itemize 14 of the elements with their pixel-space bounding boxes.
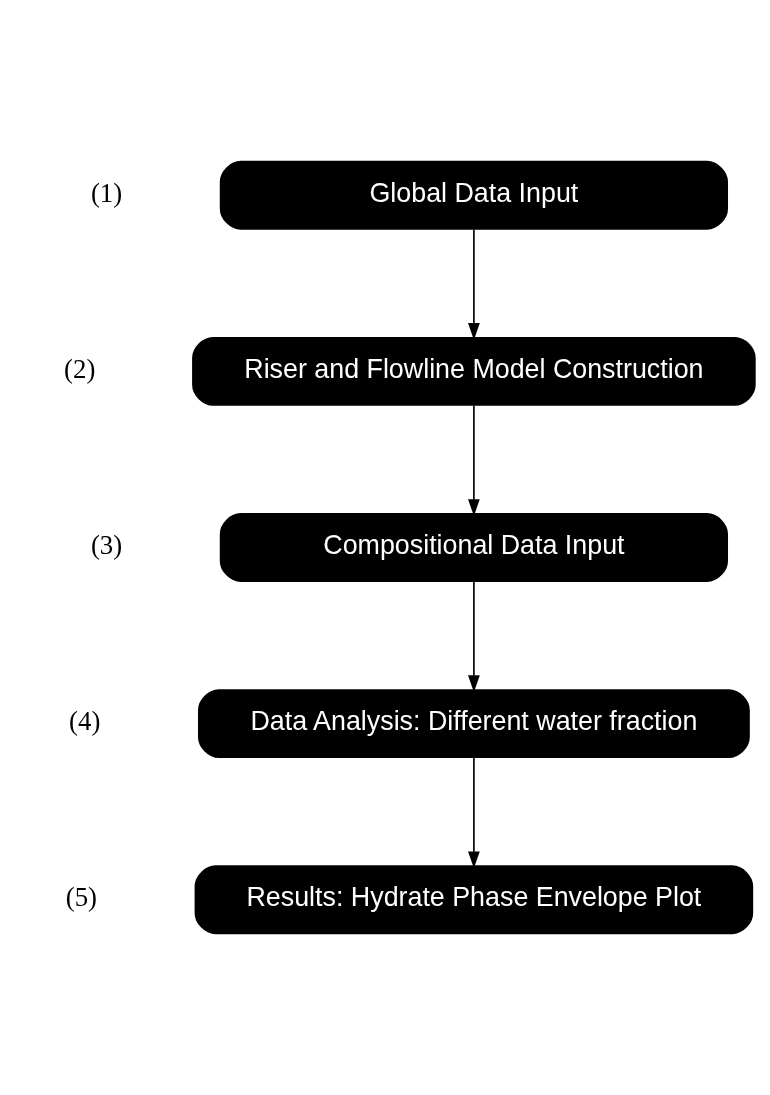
arrow	[468, 756, 480, 869]
node-box: Data Analysis: Different water fraction	[197, 689, 750, 758]
node-box: Riser and Flowline Model Construction	[192, 337, 756, 406]
arrow	[468, 404, 480, 516]
node-label: (3)	[90, 529, 123, 560]
arrow	[468, 228, 480, 340]
node-box: Global Data Input	[219, 160, 728, 230]
node-label: (5)	[65, 882, 98, 913]
arrow	[468, 580, 480, 693]
node-label: (2)	[64, 353, 96, 384]
node-label: (4)	[69, 706, 101, 736]
node-box: Compositional Data Input	[219, 513, 728, 582]
node-box: Results: Hydrate Phase Envelope Plot	[194, 865, 754, 935]
node-label: (1)	[90, 177, 123, 208]
